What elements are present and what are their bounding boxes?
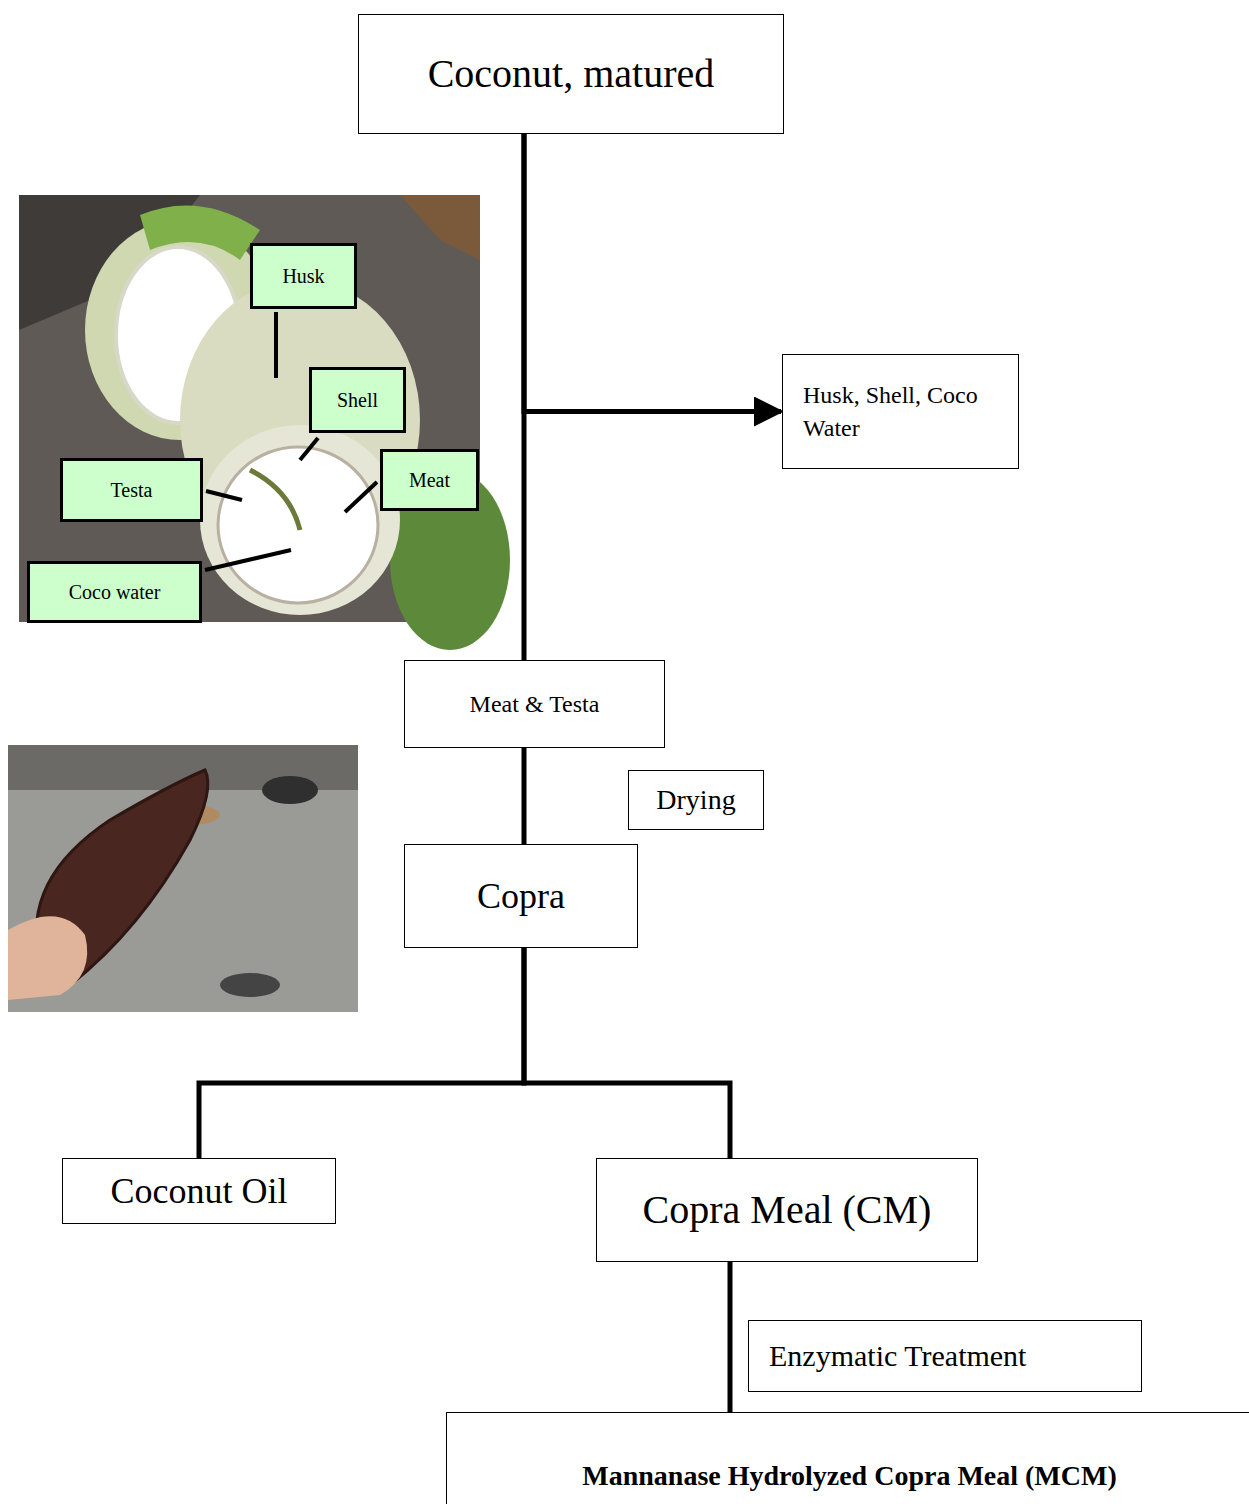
photo-tyre [262, 776, 318, 804]
coconut-meat-cavity [218, 447, 378, 603]
flow-arrow [524, 134, 781, 412]
node-text: Meat & Testa [470, 688, 600, 720]
part-label: Coco water [27, 561, 202, 623]
node-text: Shell [337, 387, 378, 414]
flow-line [199, 948, 524, 1158]
coconut-green-skin [140, 205, 260, 260]
product-box: Coconut Oil [62, 1158, 336, 1224]
node-text: Husk, Shell, Coco Water [803, 379, 978, 444]
coconut-photo [19, 195, 510, 650]
flow-line [728, 1262, 733, 1412]
process-box: Meat & Testa [404, 660, 665, 748]
node-text: Husk [282, 263, 324, 290]
leader-line [274, 312, 278, 378]
node-text: Testa [111, 477, 153, 504]
photo-ground [8, 745, 358, 1012]
node-text: Drying [656, 781, 735, 819]
part-label: Husk [250, 243, 357, 309]
process-box: Copra [404, 844, 638, 948]
copra-photo [8, 745, 358, 1012]
flow-line [524, 948, 730, 1158]
photo-stain [220, 973, 280, 997]
byproduct-box: Husk, Shell, Coco Water [782, 354, 1019, 469]
source-box: Coconut, matured [358, 14, 784, 134]
coconut-shell-rim [200, 425, 400, 615]
leader-line [205, 550, 291, 570]
part-label: Meat [380, 449, 479, 511]
node-text: Coconut, matured [428, 47, 715, 101]
part-label: Testa [60, 458, 203, 522]
node-text: Coco water [69, 579, 161, 606]
step-label: Drying [628, 770, 764, 830]
leader-line [345, 482, 377, 512]
photo-leaf [400, 195, 480, 260]
flow-line [522, 748, 527, 844]
flow-line [522, 134, 527, 660]
step-label: Enzymatic Treatment [748, 1320, 1142, 1392]
node-text: Copra [477, 872, 565, 921]
product-box: Mannanase Hydrolyzed Copra Meal (MCM) [446, 1412, 1249, 1504]
node-text: Copra Meal (CM) [643, 1183, 932, 1237]
product-box: Copra Meal (CM) [596, 1158, 978, 1262]
leader-line [206, 491, 242, 500]
node-text: Enzymatic Treatment [769, 1336, 1026, 1377]
coconut-testa-mark [250, 470, 300, 530]
node-text: Meat [409, 467, 450, 494]
leader-line [300, 438, 318, 460]
photo-thumb [8, 916, 87, 1000]
node-text: Mannanase Hydrolyzed Copra Meal (MCM) [582, 1457, 1117, 1495]
part-label: Shell [309, 367, 406, 433]
node-text: Coconut Oil [111, 1167, 288, 1216]
